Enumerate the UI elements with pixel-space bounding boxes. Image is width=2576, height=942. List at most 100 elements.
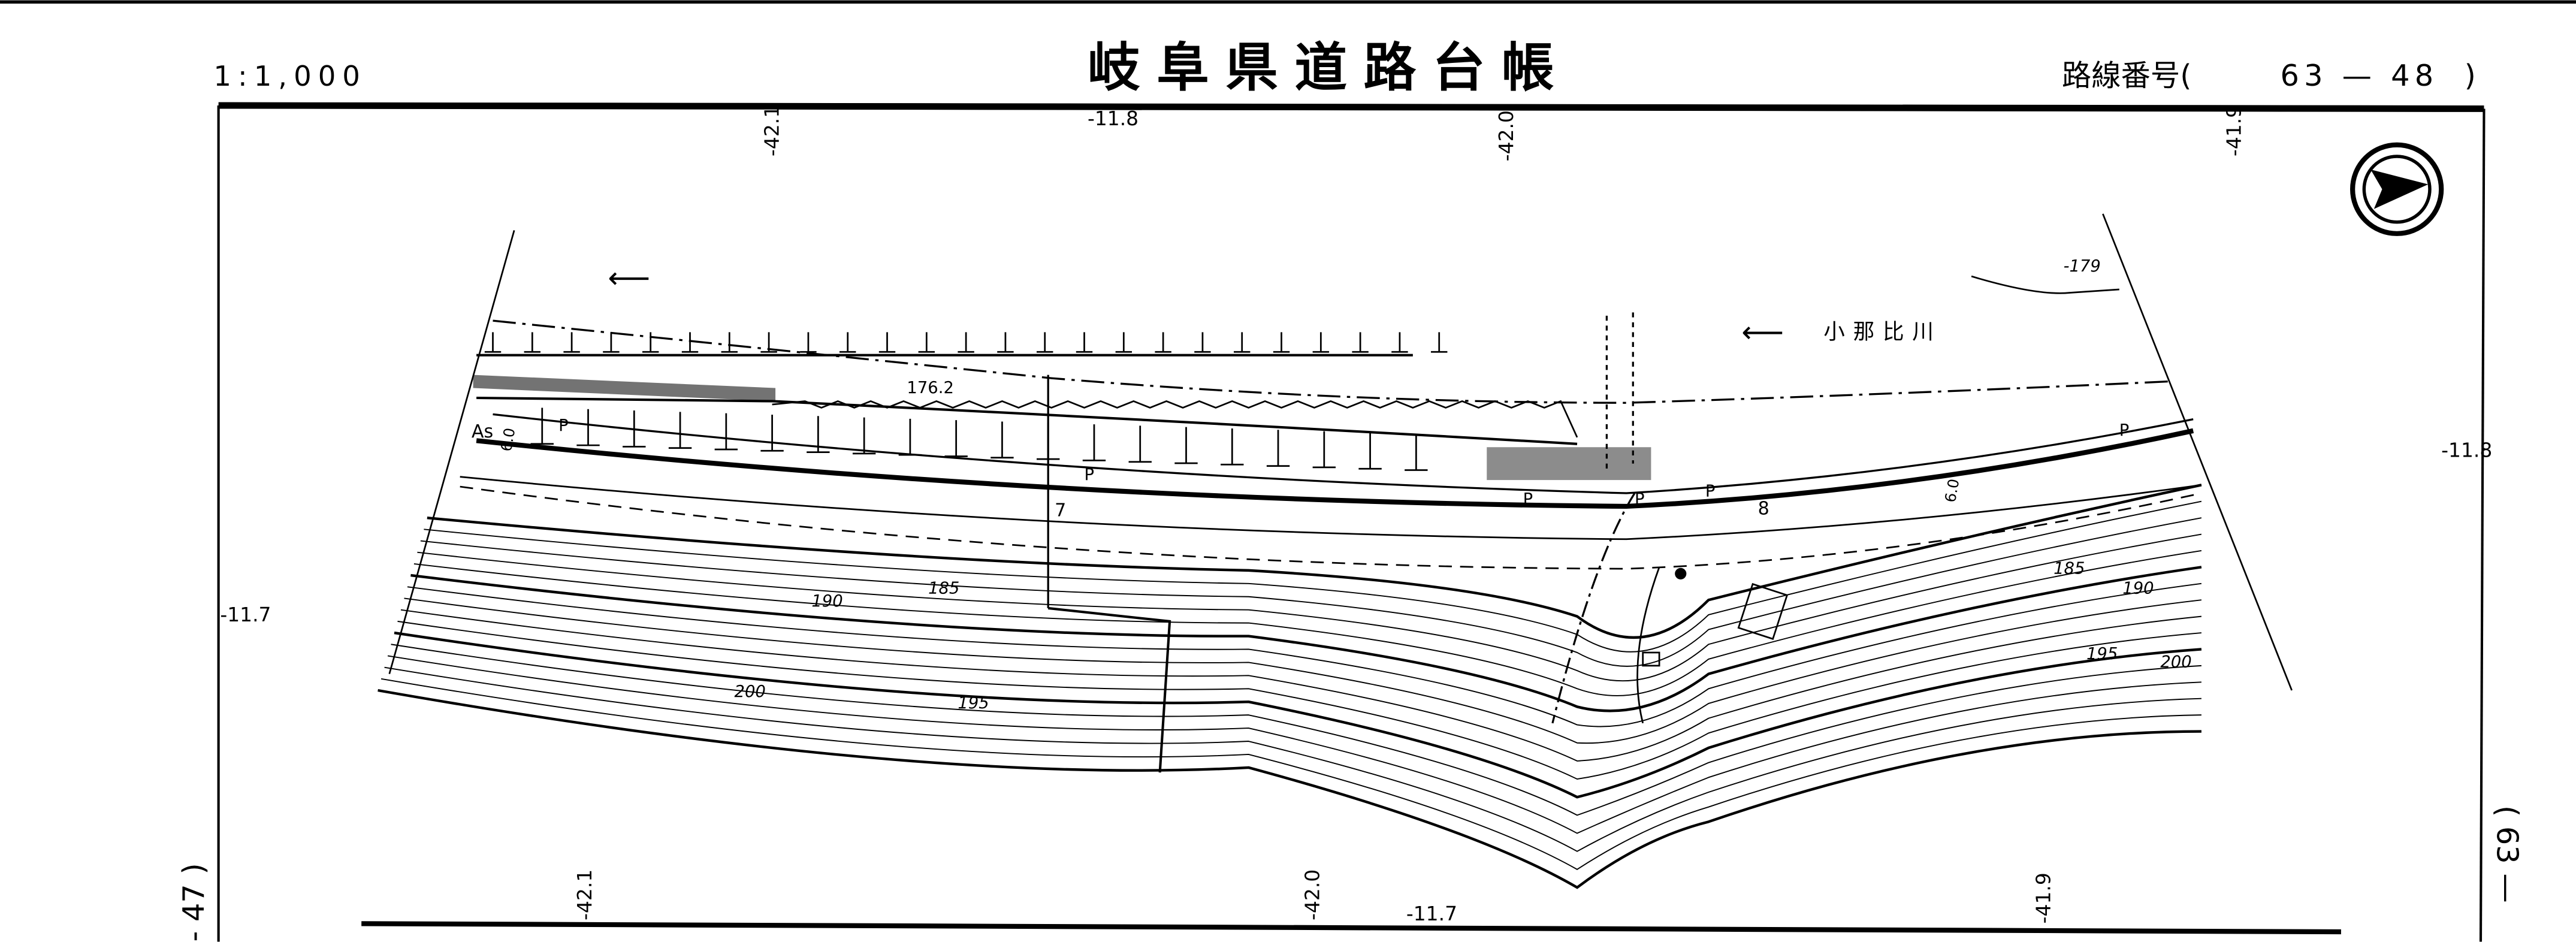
slope-symbol <box>944 420 968 457</box>
structure <box>1642 651 1660 667</box>
slope-symbol <box>681 332 699 353</box>
road-width-right-label: 6.0 <box>1941 478 1962 504</box>
river-flow-arrow-left: ⟵ <box>608 260 650 295</box>
slope-symbol <box>563 332 580 353</box>
margin-label-left: - 47 ) <box>176 863 211 941</box>
bridge-abutment <box>1487 447 1651 481</box>
river-bank-contour <box>1971 275 2119 294</box>
slope-symbol <box>800 332 817 353</box>
slope-symbol <box>576 409 600 446</box>
slope-symbol <box>530 407 554 445</box>
pole-mark: P <box>1085 466 1095 484</box>
slope-symbol <box>1037 332 1053 353</box>
side-road <box>1551 493 1636 724</box>
road-centerline <box>476 428 2194 509</box>
margin-label-right: ( 63 — <box>2490 805 2524 903</box>
slope-symbol <box>760 414 784 452</box>
boundary-line <box>1047 606 1171 773</box>
contour-line <box>417 533 2202 682</box>
contour-label-left-200: 200 <box>735 683 766 701</box>
side-road-2 <box>1636 566 1660 724</box>
scale-label: 1:1,000 <box>213 60 367 92</box>
road-edge-upper <box>493 413 2194 494</box>
slope-symbol <box>958 332 974 353</box>
slope-symbol <box>524 332 541 353</box>
slope-symbol <box>760 332 777 353</box>
river-flow-arrow-right: ⟵ <box>1741 315 1784 349</box>
north-arrow-icon <box>2350 142 2444 236</box>
contour-line <box>391 644 2201 816</box>
slope-symbol <box>878 332 896 353</box>
slope-symbol <box>1115 332 1133 353</box>
slope-symbol <box>1234 332 1251 353</box>
slope-symbol <box>1312 431 1336 469</box>
frame-right <box>2479 108 2486 942</box>
route-number-label: 路線番号( <box>2062 58 2192 93</box>
contour-label-right-185: 185 <box>2053 559 2085 578</box>
slope-symbol <box>852 417 876 455</box>
contour-line <box>394 631 2202 799</box>
contour-line <box>397 620 2201 780</box>
contour-label-right-195: 195 <box>2086 645 2118 663</box>
slope-symbol <box>1194 332 1211 353</box>
page-title: 岐阜県道路台帳 <box>1088 37 1571 98</box>
frame-top <box>218 102 2484 112</box>
contour-line <box>404 597 2201 744</box>
contour-line <box>384 666 2201 852</box>
grid-label-top-3: -42.0 <box>1494 110 1518 161</box>
sheet-boundary-right <box>2102 213 2293 691</box>
slope-symbol <box>1405 434 1428 471</box>
bridge <box>1605 312 1634 469</box>
bank-slope-zigzag <box>772 400 1578 438</box>
road-edge-lower <box>460 476 2202 541</box>
slope-symbol <box>642 332 659 353</box>
slope-symbol <box>839 332 856 353</box>
grid-label-bottom-3: -11.7 <box>1406 902 1457 925</box>
grid-label-left: -11.7 <box>220 603 271 626</box>
pole-mark: P <box>1705 482 1716 500</box>
contour-label-left-190: 190 <box>811 592 842 611</box>
frame-bottom <box>361 921 2341 935</box>
slope-symbol <box>1082 424 1106 461</box>
slope-symbol <box>1155 332 1171 353</box>
slope-symbol <box>1273 332 1290 353</box>
pole-mark: P <box>558 416 569 435</box>
contour-line <box>424 500 2202 653</box>
slope-symbol <box>1431 332 1448 353</box>
grid-label-bottom-4: -41.9 <box>2032 872 2055 923</box>
slope-symbols <box>484 332 1448 471</box>
slope-symbol <box>1266 430 1290 467</box>
slope-symbol <box>721 332 738 353</box>
contour-line <box>380 678 2201 870</box>
contour-label-left-195: 195 <box>958 694 989 712</box>
contour-line <box>420 517 2202 667</box>
pole-mark: P <box>2119 421 2130 440</box>
building <box>1737 582 1789 640</box>
sheet-boundary-left <box>388 230 515 674</box>
slope-symbol <box>1358 432 1382 470</box>
grid-label-bottom-2: -42.0 <box>1301 869 1324 920</box>
slope-symbol <box>990 421 1014 459</box>
grid-label-top-1: -42.1 <box>760 105 784 156</box>
contour-line <box>387 655 2201 834</box>
slope-symbol <box>1352 332 1369 353</box>
contour-label-left-185: 185 <box>928 579 959 597</box>
slope-symbol <box>1221 428 1244 466</box>
river-boundary-line <box>493 319 2169 404</box>
slope-symbol <box>1391 332 1408 353</box>
slope-symbol <box>668 412 692 449</box>
slope-symbol <box>1312 332 1330 353</box>
station-7: 7 <box>1055 500 1066 521</box>
pole-mark: P <box>1523 490 1533 509</box>
slope-symbol <box>918 332 935 353</box>
pole-mark: P <box>1635 490 1645 509</box>
contour-label-top: -179 <box>2064 257 2101 276</box>
slope-symbol <box>714 413 738 451</box>
grid-label-right: -11.8 <box>2441 439 2492 462</box>
grid-label-top-2: -11.8 <box>1088 107 1138 130</box>
contour-line <box>427 484 2202 639</box>
station-8: 8 <box>1758 499 1769 520</box>
road-width-left: 6.0 <box>497 427 518 453</box>
slope-symbol <box>484 332 502 353</box>
contour-line <box>407 582 2202 727</box>
